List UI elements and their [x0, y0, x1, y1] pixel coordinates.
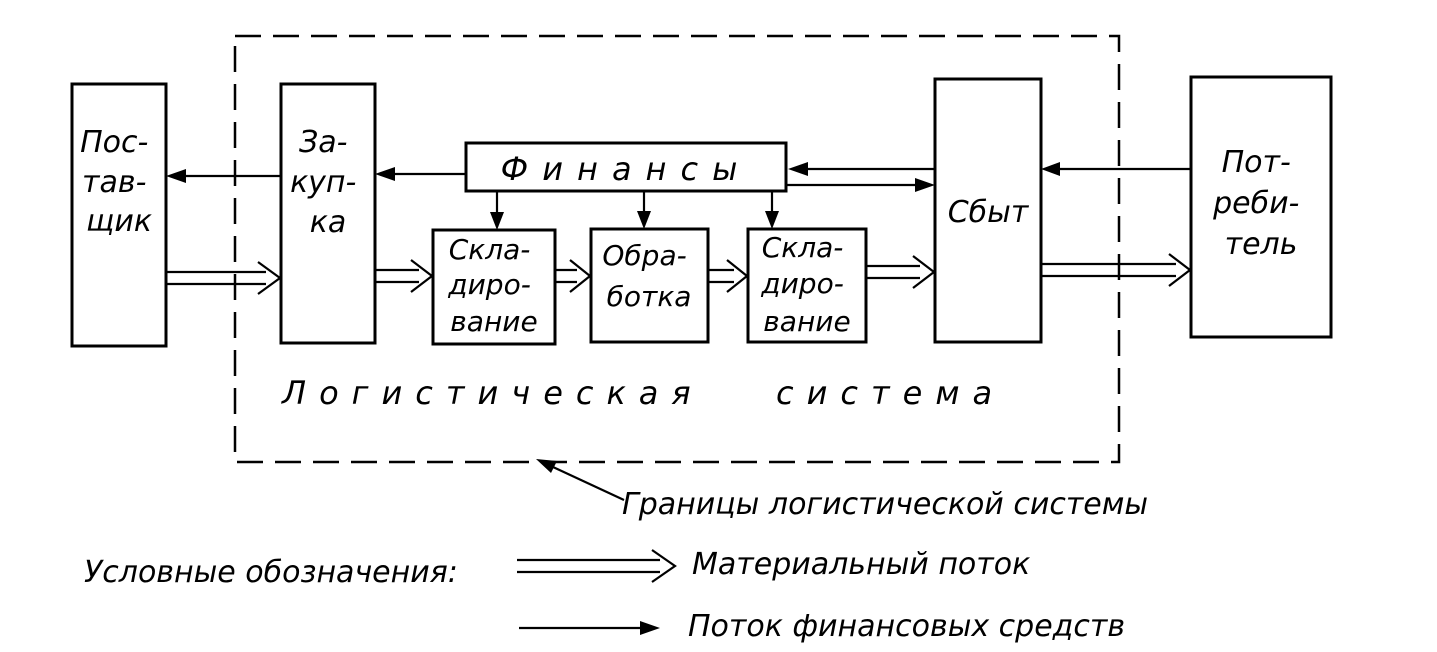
- logistic-system-boundary: [233, 34, 1121, 464]
- financial-flow-arrows: [166, 162, 1191, 230]
- material-flow-arrows: [166, 253, 1192, 295]
- material-flow-processing-to-warehousing-2: [708, 259, 749, 293]
- boundary-pointer-line: [552, 466, 625, 501]
- finance-flow-to-processing-head: [637, 211, 651, 229]
- system-label-word-2: система: [776, 374, 1005, 412]
- finance-flow-to-warehousing-1-head: [490, 212, 504, 230]
- legend-material-flow-arrow: [517, 549, 677, 583]
- system-label-word-1: Логистическая: [281, 374, 704, 412]
- finance-flow-purchasing-to-supplier-head: [166, 169, 186, 183]
- sales-label: Сбыт: [948, 195, 1030, 230]
- processing-label: Обра- ботка: [602, 239, 695, 313]
- supplier-label: Пос- тав- щик: [80, 125, 158, 239]
- warehousing-1-label: Скла- диро- вание: [447, 233, 539, 338]
- purchasing-box: [279, 82, 377, 345]
- legend-title: Условные обозначения:: [84, 555, 458, 590]
- finance-flow-sales-to-finance-head: [788, 162, 808, 176]
- finance-flow-to-warehousing-2-head: [765, 211, 779, 229]
- boundary-label: Границы логистической системы: [622, 487, 1148, 522]
- purchasing-label: За- куп- ка: [290, 125, 366, 240]
- warehousing-1-box: [431, 228, 557, 346]
- material-flow-sales-to-consumer: [1041, 253, 1192, 287]
- finance-flow-consumer-to-sales-head: [1041, 162, 1060, 176]
- finance-flow-finance-to-purchasing-head: [375, 167, 395, 181]
- supplier-box: [70, 82, 168, 348]
- consumer-box: [1189, 75, 1333, 339]
- sales-box: [933, 77, 1043, 344]
- processing-box: [589, 227, 710, 344]
- material-flow-supplier-to-purchasing: [166, 261, 282, 295]
- consumer-label: Пот- реби- тель: [1212, 145, 1309, 262]
- warehousing-2-box: [746, 227, 868, 344]
- boundary-pointer-head: [536, 459, 557, 473]
- legend-material-flow-label: Материальный поток: [692, 547, 1030, 582]
- material-flow-warehousing-1-to-processing: [555, 259, 592, 293]
- finance-label: Финансы: [501, 150, 752, 188]
- finance-flow-finance-to-sales-head: [915, 178, 935, 192]
- material-flow-warehousing-2-to-sales: [866, 255, 936, 289]
- warehousing-2-label: Скла- диро- вание: [760, 231, 852, 338]
- material-flow-purchasing-to-warehousing-1: [375, 259, 434, 293]
- legend-financial-flow-label: Поток финансовых средств: [688, 609, 1125, 644]
- finance-box: [464, 141, 788, 193]
- legend-financial-flow-arrow: [519, 621, 660, 635]
